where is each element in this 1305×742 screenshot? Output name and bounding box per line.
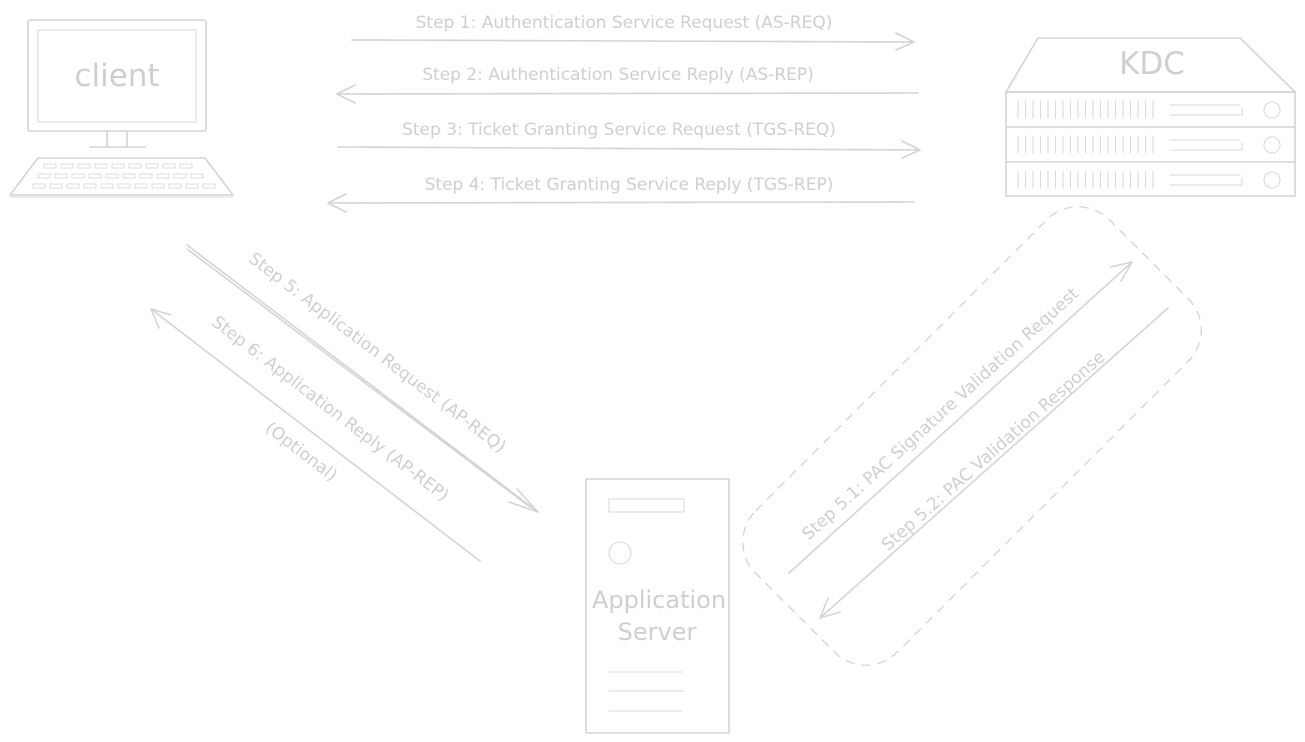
step4-arrow — [327, 193, 915, 213]
step4-label: Step 4: Ticket Granting Service Reply (T… — [425, 175, 834, 195]
keyboard-key — [60, 163, 74, 169]
rack-power-button — [1263, 101, 1281, 119]
rack-drive-slot — [1169, 139, 1243, 151]
keyboard-key — [139, 173, 153, 179]
keyboard-key — [173, 173, 187, 179]
step1-arrow — [351, 32, 915, 51]
rack-power-button — [1263, 136, 1281, 154]
rack-drive-slot — [1169, 104, 1243, 116]
keyboard-key — [94, 163, 108, 169]
keyboard-key — [128, 163, 142, 169]
step2-label: Step 2: Authentication Service Reply (AS… — [422, 65, 814, 85]
kdc-rack-units — [1017, 100, 1281, 189]
keyboard-key — [185, 183, 199, 189]
keyboard-key — [190, 173, 204, 179]
step3-arrow — [337, 140, 921, 159]
pac-validation-group — [742, 206, 1202, 666]
keyboard-key — [122, 173, 136, 179]
keyboard-key — [162, 163, 176, 169]
step6-arrow — [150, 308, 481, 562]
keyboard-key — [54, 173, 68, 179]
keyboard-key — [145, 163, 159, 169]
rack-power-button — [1263, 171, 1281, 189]
rack-drive-slot — [1169, 174, 1243, 186]
keyboard-key — [77, 163, 91, 169]
keyboard-key — [156, 173, 170, 179]
keyboard-key — [43, 163, 57, 169]
keyboard-key — [151, 183, 165, 189]
app-server-label-line1: Application — [592, 586, 726, 614]
application-server: Application Server — [585, 478, 730, 734]
client-label: client — [74, 58, 159, 94]
keyboard-key — [117, 183, 131, 189]
keyboard-key — [83, 183, 97, 189]
keyboard-key — [111, 163, 125, 169]
keyboard-key — [105, 173, 119, 179]
keyboard-key — [71, 173, 85, 179]
keyboard-key — [134, 183, 148, 189]
keyboard-key — [168, 183, 182, 189]
keyboard-key — [37, 173, 51, 179]
kdc-server: KDC — [1005, 37, 1296, 197]
keyboard-key — [49, 183, 63, 189]
keyboard-key — [100, 183, 114, 189]
step2-arrow — [336, 84, 919, 104]
keyboard-key — [179, 163, 193, 169]
step1-label: Step 1: Authentication Service Request (… — [416, 13, 833, 33]
keyboard-key — [66, 183, 80, 189]
kdc-label: KDC — [1119, 46, 1185, 82]
app-server-label-line2: Server — [618, 618, 697, 646]
step6-optional-note: (Optional) — [261, 418, 341, 486]
keyboard-key — [32, 183, 46, 189]
step5-arrow — [186, 244, 539, 513]
keyboard-key — [202, 183, 216, 189]
step3-label: Step 3: Ticket Granting Service Request … — [402, 120, 836, 140]
step5-1-arrow — [788, 261, 1133, 574]
keyboard-key — [88, 173, 102, 179]
client-computer: client — [9, 19, 234, 198]
keyboard-keys — [32, 163, 216, 189]
step5-2-arrow — [819, 307, 1169, 619]
